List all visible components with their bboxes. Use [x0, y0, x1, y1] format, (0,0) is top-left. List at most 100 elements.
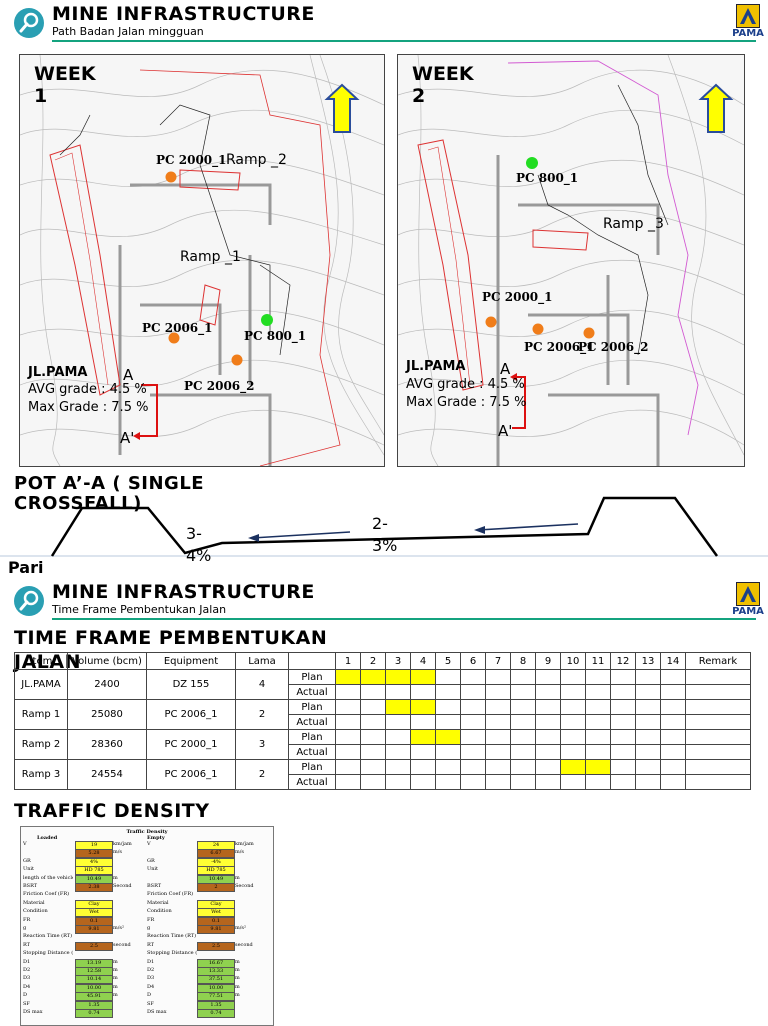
traffic-unit [113, 900, 141, 907]
week-cell [360, 684, 386, 700]
equipment-cell: PC 2006_1 [146, 699, 236, 730]
traffic-unit: m [113, 958, 118, 965]
week-cell [635, 774, 661, 790]
lama-cell: 2 [235, 759, 289, 790]
pama-logo: PAMA [732, 4, 764, 44]
point-label: PC 2006_1 [142, 321, 213, 335]
lama-cell: 3 [235, 729, 289, 760]
plan-label: Plan [288, 699, 336, 715]
week-cell [385, 744, 411, 760]
traffic-label: D3 [147, 975, 155, 982]
equipment-cell: PC 2006_1 [146, 759, 236, 790]
traffic-density-heading: TRAFFIC DENSITY [14, 800, 210, 822]
table-header-row: Item Volume (bcm) Equipment Lama 1 2 3 4… [14, 652, 751, 670]
traffic-value: 2.5 [75, 941, 113, 951]
traffic-unit: m/s² [113, 925, 124, 931]
col-header: 14 [660, 652, 686, 670]
volume-cell: 24554 [67, 759, 147, 790]
traffic-label: Condition [23, 908, 48, 915]
traffic-label: GR [147, 857, 155, 864]
week-cell [660, 729, 686, 745]
week-cell [585, 699, 611, 715]
week-cell [635, 684, 661, 700]
week-cell [335, 714, 361, 730]
point-pc800-1 [261, 314, 273, 326]
avg-grade: AVG grade : 4.5 % [406, 377, 525, 392]
plan-label: Plan [288, 669, 336, 685]
week-cell [535, 699, 561, 715]
traffic-unit [113, 950, 141, 957]
week-cell [510, 744, 536, 760]
week-cell [435, 684, 461, 700]
traffic-unit: second [235, 941, 253, 948]
traffic-label: V [23, 841, 27, 847]
traffic-unit [235, 900, 265, 907]
traffic-label: GR [23, 857, 31, 864]
plan-label: Plan [288, 759, 336, 775]
traffic-unit [235, 891, 265, 898]
map-week-1: WEEK 1 PC 2000_1 PC 2006_1 PC 800_1 PC 2… [19, 54, 385, 467]
lama-cell: 4 [235, 669, 289, 700]
week-cell [460, 744, 486, 760]
cross-section-title: POT A’-A ( SINGLE CROSSFALL) [14, 473, 205, 514]
traffic-value [197, 933, 233, 940]
col-header: 13 [635, 652, 661, 670]
search-icon [14, 8, 44, 38]
road-name: JL.PAMA [406, 359, 466, 374]
point-pc2006-1 [168, 332, 180, 344]
traffic-label: RT [23, 941, 31, 948]
traffic-unit: Second [235, 883, 254, 889]
remark-cell [685, 744, 751, 760]
point-label: PC 800_1 [244, 329, 307, 343]
week-cell [660, 759, 686, 775]
time-frame-table: Item Volume (bcm) Equipment Lama 1 2 3 4… [14, 652, 751, 790]
traffic-label: Material [23, 899, 45, 906]
traffic-label: DS max [23, 1009, 43, 1015]
traffic-label [147, 875, 197, 882]
volume-cell: 28360 [67, 729, 147, 760]
traffic-label: Unit [147, 866, 159, 873]
point-label: PC 2006_1 [524, 340, 595, 354]
item-cell: Ramp 3 [14, 759, 68, 790]
week-cell [610, 684, 636, 700]
table-row: Actual [15, 684, 751, 700]
remark-cell [685, 759, 751, 775]
traffic-label: D4 [147, 983, 155, 990]
traffic-unit: m [235, 983, 240, 990]
header-divider [52, 40, 756, 42]
week-cell [610, 744, 636, 760]
traffic-label: RT [147, 941, 155, 948]
week-cell [485, 774, 511, 790]
week-cell [360, 729, 386, 745]
traffic-label: FR [147, 916, 155, 923]
col-header: 6 [460, 652, 486, 670]
traffic-label: DS max [147, 1009, 167, 1015]
week-cell [410, 744, 436, 760]
traffic-unit [235, 917, 265, 924]
point-label: PC 2006_2 [184, 379, 255, 393]
week-cell [610, 774, 636, 790]
traffic-unit: m [113, 874, 118, 881]
week-cell [485, 729, 511, 745]
col-header: 4 [410, 652, 436, 670]
week-cell [535, 744, 561, 760]
week-cell [410, 729, 436, 745]
week-cell [460, 759, 486, 775]
week-cell [385, 699, 411, 715]
week-cell [510, 714, 536, 730]
pama-logo: PAMA [732, 582, 764, 622]
week-cell [410, 714, 436, 730]
week-cell [635, 669, 661, 685]
traffic-label: D2 [23, 967, 31, 973]
week-cell [460, 684, 486, 700]
slope-right-label: 2- 3% [372, 514, 398, 555]
traffic-label [23, 849, 73, 856]
point-pc2006-2 [231, 354, 243, 366]
traffic-unit [235, 1001, 265, 1008]
col-header: 12 [610, 652, 636, 670]
week-cell [335, 669, 361, 685]
table-row: Actual [15, 744, 751, 760]
traffic-unit: km/jam [235, 841, 254, 847]
col-header: 7 [485, 652, 511, 670]
